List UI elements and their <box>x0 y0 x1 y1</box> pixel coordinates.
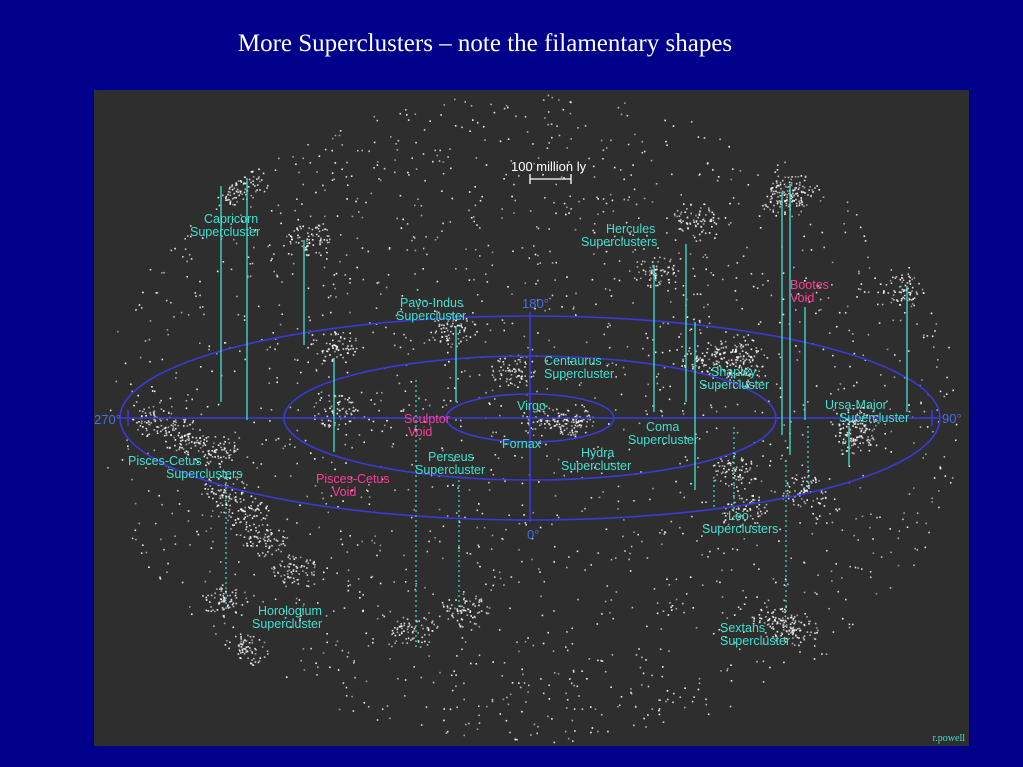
pointer-lines <box>220 178 908 490</box>
dotted-pointer-lines <box>225 380 809 650</box>
angle-270-label: 270° <box>94 412 121 427</box>
scale-label: 100 million ly <box>511 159 587 174</box>
virgo-label: Virgo <box>517 399 546 413</box>
angle-180-label: 180° <box>522 296 549 311</box>
galaxy-field <box>107 94 958 744</box>
distance-rings <box>119 312 941 522</box>
angle-0-label: 0° <box>527 527 540 542</box>
slide-title: More Superclusters – note the filamentar… <box>237 30 733 57</box>
supercluster-map: 100 million ly 180° 0° 270° 90° Capricor… <box>94 90 969 746</box>
angle-90-label: 90° <box>942 411 962 426</box>
fornax-label: Fornax <box>502 437 541 451</box>
scale-bar <box>529 174 572 184</box>
map-credit: r.powell <box>932 733 966 744</box>
map-canvas <box>107 94 958 744</box>
